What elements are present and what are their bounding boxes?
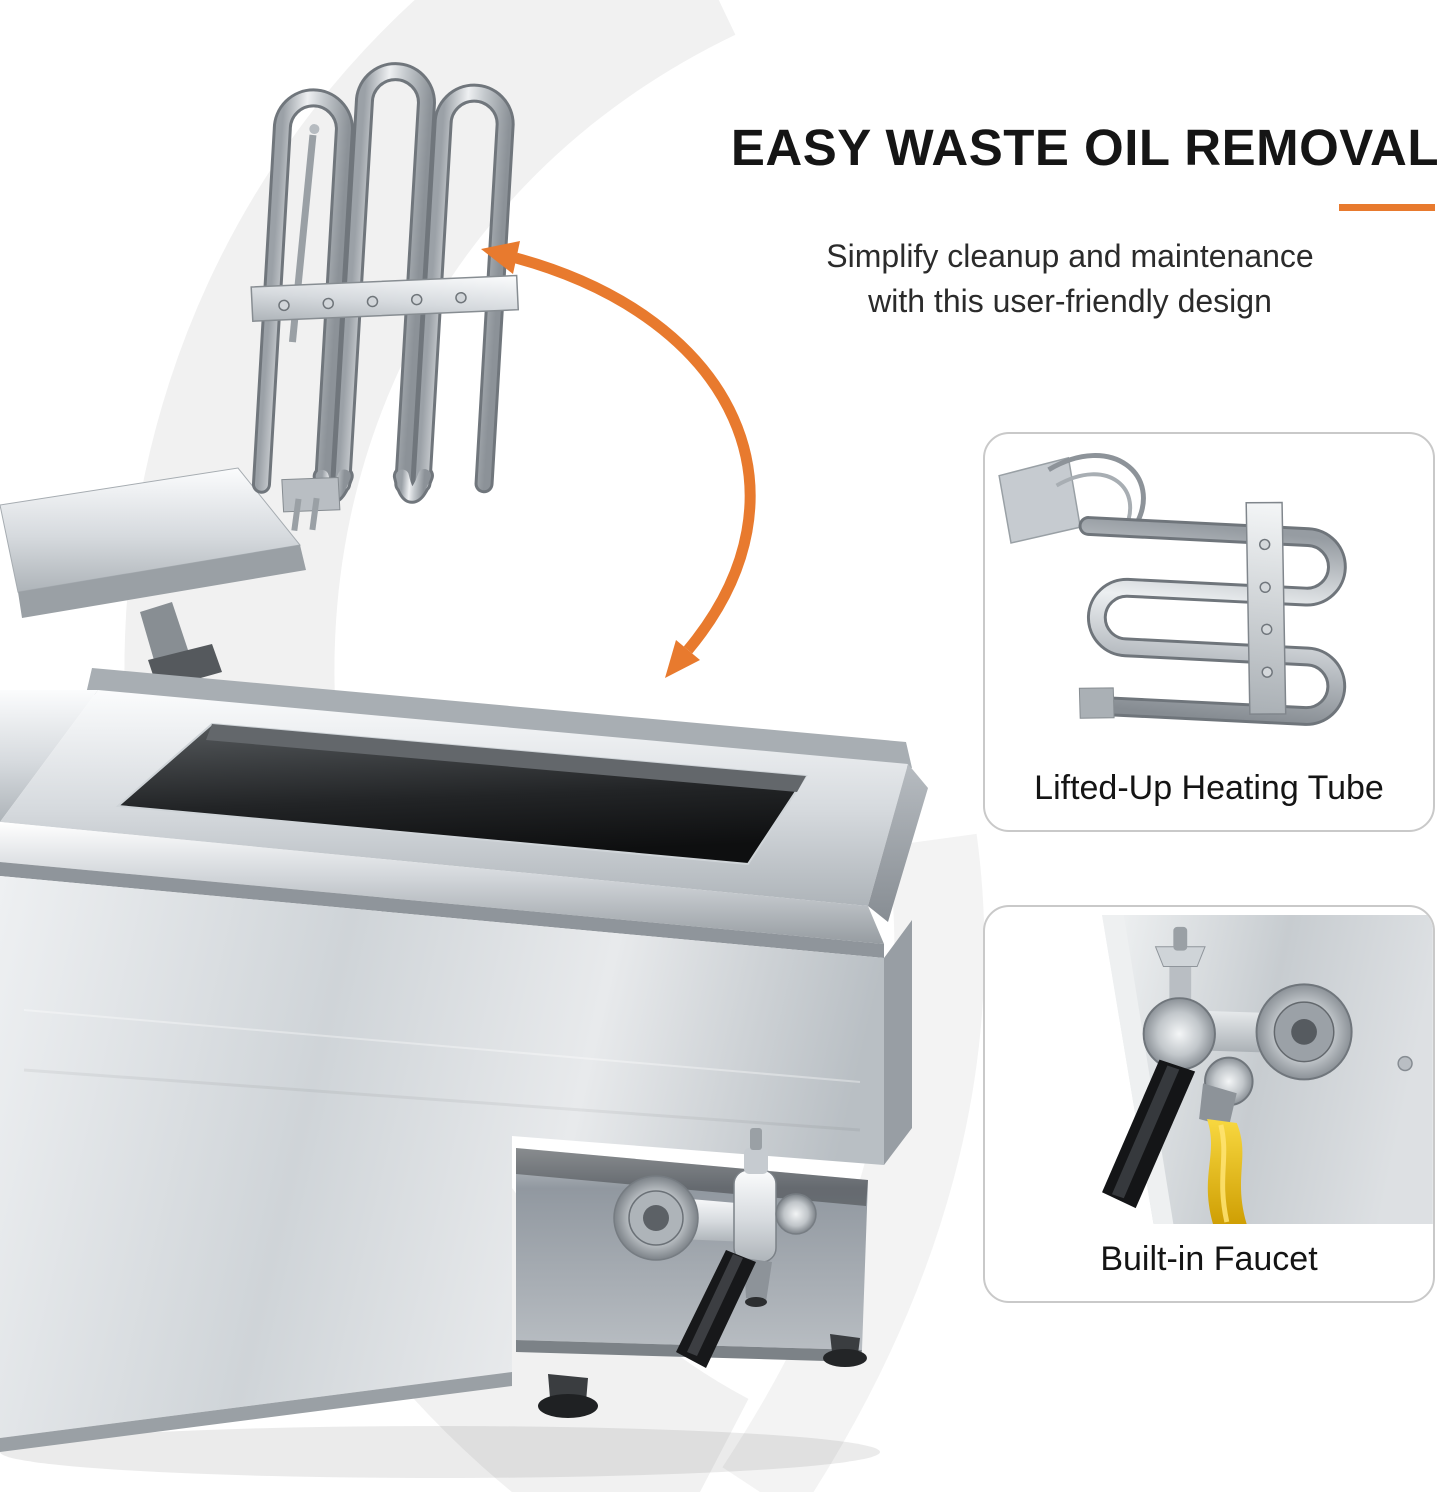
subtitle-line-2: with this user-friendly design xyxy=(868,283,1272,320)
callout-caption-faucet: Built-in Faucet xyxy=(1100,1240,1318,1278)
callout-card-heating-tube: Lifted-Up Heating Tube xyxy=(983,432,1435,832)
callout-caption-heating-tube: Lifted-Up Heating Tube xyxy=(1034,769,1384,807)
fryer-product-image xyxy=(0,62,928,1478)
bracket-screws xyxy=(278,291,467,312)
bracket-screws xyxy=(1259,538,1273,678)
callout-card-faucet: Built-in Faucet xyxy=(983,905,1435,1303)
drain-faucet xyxy=(613,1128,817,1368)
element-bracket xyxy=(1245,501,1287,715)
subtitle-line-1: Simplify cleanup and maintenance xyxy=(826,238,1314,274)
title-accent-underline xyxy=(1339,204,1435,211)
page-title: EASY WASTE OIL REMOVAL xyxy=(730,119,1439,176)
fryer-lid xyxy=(0,467,306,690)
oil-stream xyxy=(1207,1119,1247,1224)
fryer-body xyxy=(0,668,928,1478)
subtitle: Simplify cleanup and maintenance with th… xyxy=(700,234,1440,325)
heating-element xyxy=(250,62,520,532)
lift-arrow-icon xyxy=(481,241,756,678)
fryer-feet xyxy=(538,1334,867,1418)
heating-tube-illustration xyxy=(998,453,1347,726)
faucet-illustration xyxy=(1102,915,1433,1224)
element-bracket xyxy=(250,274,520,323)
